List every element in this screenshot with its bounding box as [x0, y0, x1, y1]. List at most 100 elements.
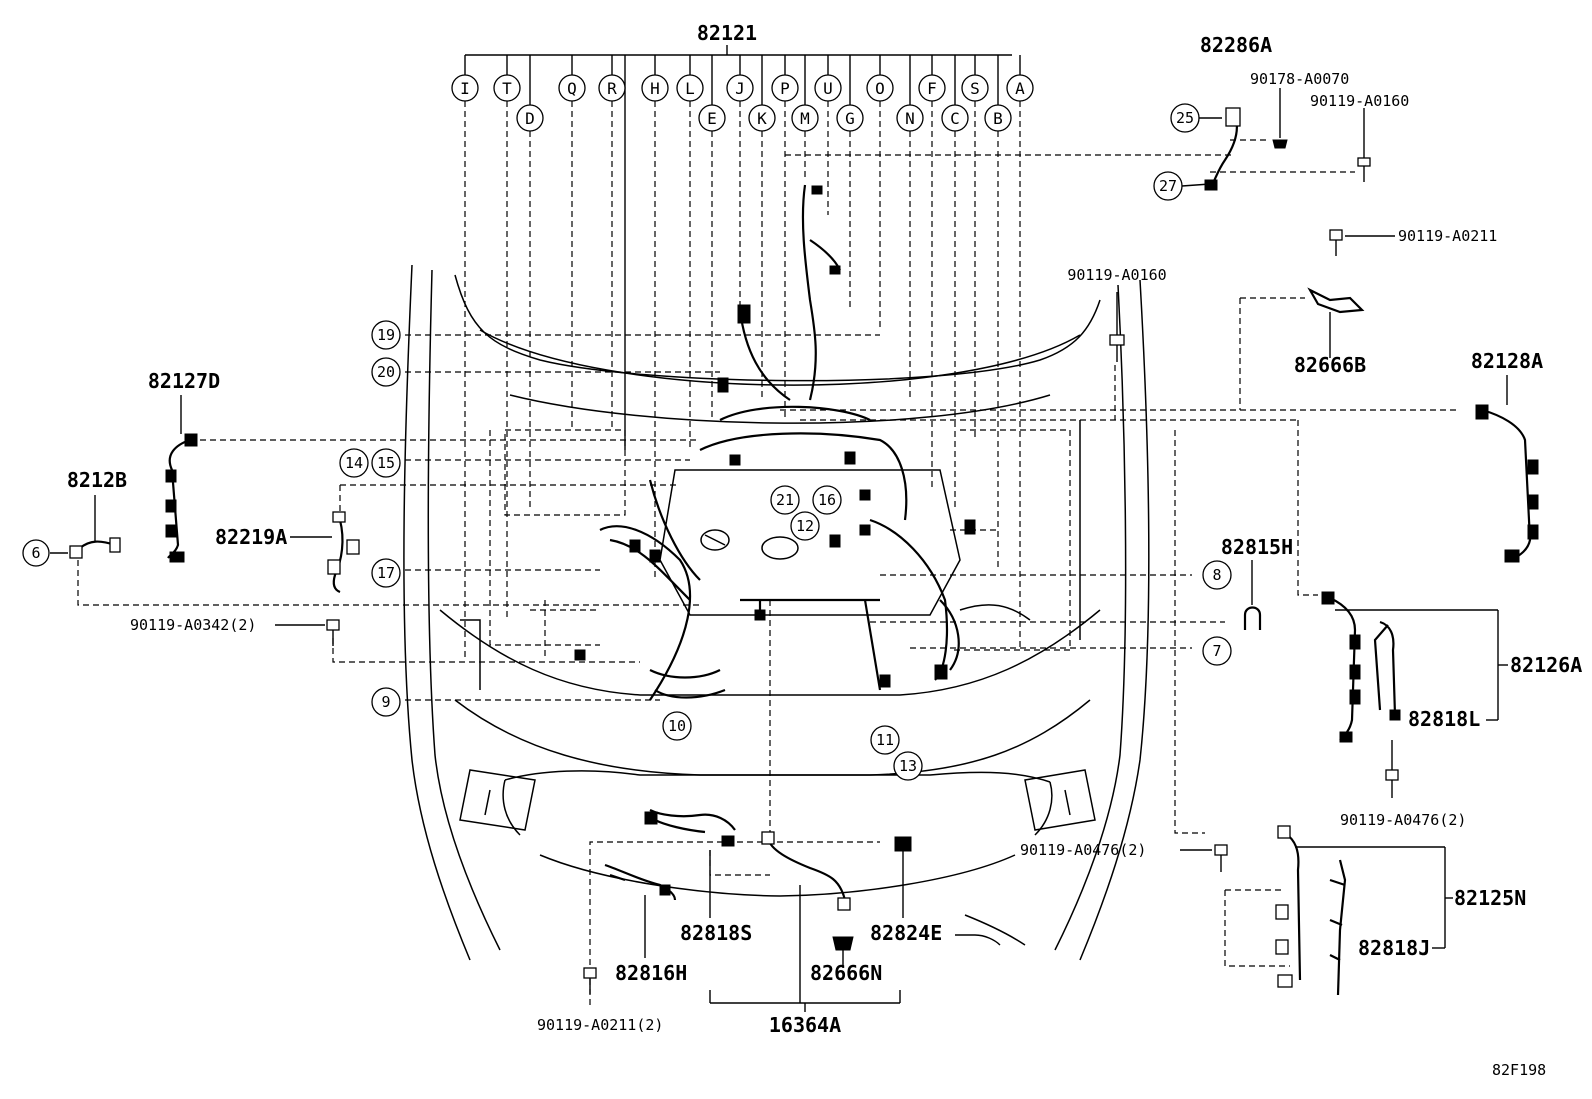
label-90119-a0160-mid: 90119-A0160	[1067, 266, 1166, 284]
label-82666b: 82666B	[1294, 353, 1366, 377]
engine-block-sketch	[574, 184, 976, 701]
svg-text:D: D	[525, 109, 535, 128]
label-82815h: 82815H	[1221, 535, 1293, 559]
svg-text:A: A	[1015, 79, 1025, 98]
bolt-90119-a0211-drawing	[1329, 229, 1395, 256]
bolt-90119-a0476-center-drawing	[1180, 844, 1228, 872]
label-90178-a0070: 90178-A0070	[1250, 70, 1349, 88]
connector-letter-o: O	[866, 74, 894, 102]
part-82666n-drawing	[832, 936, 854, 968]
label-82126a: 82126A	[1510, 653, 1582, 677]
connector-letter-s: S	[961, 74, 989, 102]
connector-letter-q: Q	[558, 74, 586, 102]
label-90119-a0476-center: 90119-A0476(2)	[1020, 841, 1146, 859]
label-82128a: 82128A	[1471, 349, 1543, 373]
connector-letter-i: I	[451, 74, 479, 102]
svg-text:Q: Q	[567, 79, 577, 98]
callout-16: 16	[812, 485, 842, 515]
callout-13: 13	[893, 751, 923, 781]
callout-21: 21	[770, 485, 800, 515]
bolt-90119-a0476-right-drawing	[1385, 740, 1399, 798]
svg-text:21: 21	[776, 491, 794, 509]
svg-text:R: R	[607, 79, 617, 98]
callout-7: 7	[1202, 636, 1232, 666]
svg-text:11: 11	[876, 731, 894, 749]
label-90119-a0342: 90119-A0342(2)	[130, 616, 256, 634]
callout-20: 20	[371, 357, 401, 387]
svg-text:8: 8	[1212, 566, 1221, 584]
svg-text:15: 15	[377, 454, 395, 472]
bolt-90119-a0160-top-drawing	[1357, 108, 1371, 182]
connector-letter-b: B	[984, 104, 1012, 132]
connector-letter-t: T	[493, 74, 521, 102]
label-82125n: 82125N	[1454, 886, 1526, 910]
label-90119-a0211: 90119-A0211	[1398, 227, 1497, 245]
figure-code: 82F198	[1492, 1061, 1546, 1079]
svg-text:H: H	[650, 79, 660, 98]
vehicle-body-outline	[403, 264, 1150, 961]
label-82286a: 82286A	[1200, 33, 1272, 57]
svg-text:L: L	[685, 79, 695, 98]
svg-text:K: K	[757, 109, 767, 128]
svg-text:P: P	[780, 79, 790, 98]
callout-12: 12	[790, 511, 820, 541]
svg-text:U: U	[823, 79, 833, 98]
connector-letter-l: L	[676, 74, 704, 102]
callout-19: 19	[371, 320, 401, 350]
connector-letter-d: D	[516, 104, 544, 132]
connector-letter-p: P	[771, 74, 799, 102]
svg-text:M: M	[800, 109, 810, 128]
callout-8: 8	[1202, 560, 1232, 590]
svg-text:G: G	[845, 109, 855, 128]
connector-letter-j: J	[726, 74, 754, 102]
label-90119-a0160-top: 90119-A0160	[1310, 92, 1409, 110]
part-82286a-drawing	[1204, 107, 1241, 191]
connector-letter-h: H	[641, 74, 669, 102]
label-82818l: 82818L	[1408, 707, 1480, 731]
callout-6: 6	[22, 539, 50, 567]
connector-letter-n: N	[896, 104, 924, 132]
connector-letter-g: G	[836, 104, 864, 132]
callout-15: 15	[371, 448, 401, 478]
harness-82127d-drawing	[165, 395, 198, 563]
svg-text:T: T	[502, 79, 512, 98]
svg-text:E: E	[707, 109, 717, 128]
label-82666n: 82666N	[810, 961, 882, 985]
svg-text:C: C	[950, 109, 960, 128]
bolt-90119-a0342-drawing	[275, 619, 340, 646]
svg-text:12: 12	[796, 517, 814, 535]
callout-9: 9	[371, 687, 401, 717]
svg-text:I: I	[460, 79, 470, 98]
bracket-82666b-drawing	[1307, 287, 1365, 358]
label-82818s: 82818S	[680, 921, 752, 945]
connector-letter-m: M	[791, 104, 819, 132]
label-82824e: 82824E	[870, 921, 942, 945]
connector-letter-u: U	[814, 74, 842, 102]
bolt-90119-a0211-bottom-drawing	[583, 967, 597, 994]
label-82818j: 82818J	[1358, 936, 1430, 960]
harness-82126a-drawing	[1321, 591, 1508, 743]
label-90119-a0476-right: 90119-A0476(2)	[1340, 811, 1466, 829]
harness-82125n-drawing	[1224, 825, 1453, 996]
svg-text:10: 10	[668, 717, 686, 735]
label-82127d: 82127D	[148, 369, 220, 393]
svg-text:N: N	[905, 109, 915, 128]
label-8212b: 8212B	[67, 468, 127, 492]
svg-text:F: F	[927, 79, 937, 98]
connector-letter-f: F	[918, 74, 946, 102]
label-82219a: 82219A	[215, 525, 287, 549]
callout-27: 27	[1153, 171, 1183, 201]
callout-14: 14	[339, 448, 369, 478]
svg-text:14: 14	[345, 454, 363, 472]
harness-8212b-drawing	[50, 495, 121, 559]
svg-text:16: 16	[818, 491, 836, 509]
part-labels: 82121 82286A 90178-A0070 90119-A0160 901…	[67, 21, 1582, 1079]
label-90119-a0211-bottom: 90119-A0211(2)	[537, 1016, 663, 1034]
svg-text:20: 20	[377, 363, 395, 381]
svg-text:17: 17	[377, 564, 395, 582]
bolt-90119-a0160-mid-drawing	[1109, 292, 1125, 362]
part-82816h-drawing	[604, 863, 677, 958]
svg-text:9: 9	[381, 693, 390, 711]
